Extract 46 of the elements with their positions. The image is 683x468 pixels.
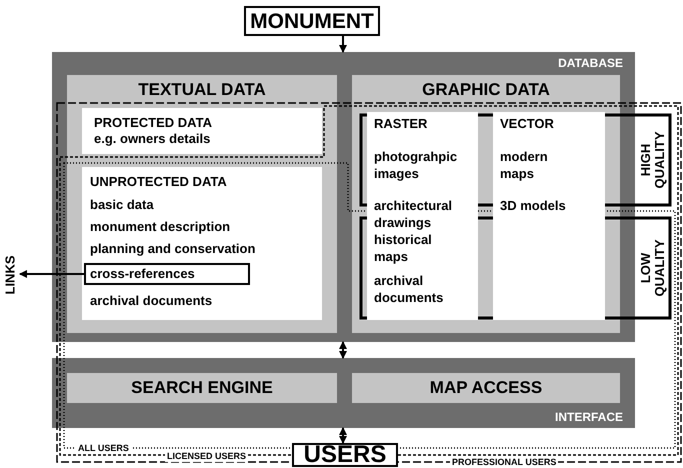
list-item: planning and conservation xyxy=(90,241,256,257)
list-item: archival documents xyxy=(90,293,212,309)
section-title: GRAPHIC DATA xyxy=(421,80,551,100)
box-note: e.g. owners details xyxy=(94,131,210,147)
boundary-label: ALL USERS xyxy=(76,442,131,454)
title-box xyxy=(292,443,398,467)
column-box xyxy=(367,112,478,320)
column-heading: VECTOR xyxy=(500,115,555,132)
section-title: SEARCH ENGINE xyxy=(131,378,273,398)
list-item: historical maps xyxy=(374,231,433,265)
link-box xyxy=(84,263,250,285)
data-box xyxy=(82,167,322,320)
section-panel xyxy=(352,75,620,333)
arrow xyxy=(339,36,347,53)
column-heading: RASTER xyxy=(374,115,428,132)
section-title: TEXTUAL DATA xyxy=(137,80,267,100)
list-item: photograhpic images xyxy=(374,148,458,182)
database-panel xyxy=(52,52,635,342)
panel-title: DATABASE xyxy=(558,55,623,71)
panel-title: INTERFACE xyxy=(554,409,623,425)
section-panel xyxy=(67,75,337,333)
title-box xyxy=(244,6,380,36)
list-item: basic data xyxy=(90,197,154,213)
section-panel xyxy=(67,373,337,403)
list-item: modern maps xyxy=(500,148,549,182)
boundary-label: LICENSED USERS xyxy=(165,450,248,462)
side-label: LINKS xyxy=(2,256,18,294)
box-heading: UNPROTECTED DATA xyxy=(90,174,227,190)
list-item: archival documents xyxy=(374,272,444,306)
title-text: MONUMENT xyxy=(250,10,374,32)
section-title: MAP ACCESS xyxy=(430,378,542,398)
arrow xyxy=(19,270,84,278)
section-panel xyxy=(352,373,620,403)
title-text: USERS xyxy=(304,443,386,467)
list-item: monument description xyxy=(90,219,230,235)
arrow xyxy=(339,341,347,359)
interface-panel xyxy=(52,358,635,428)
column-box xyxy=(493,112,605,320)
arrow xyxy=(339,427,347,444)
boundary-label: PROFESSIONAL USERS xyxy=(450,456,558,468)
data-box xyxy=(82,108,322,154)
list-item: cross-references xyxy=(89,266,196,282)
bracket-label: LOW QUALITY xyxy=(639,238,667,299)
bracket-label: HIGH QUALITY xyxy=(639,130,667,191)
list-item: 3D models xyxy=(500,197,567,214)
box-heading: PROTECTED DATA xyxy=(94,115,212,131)
